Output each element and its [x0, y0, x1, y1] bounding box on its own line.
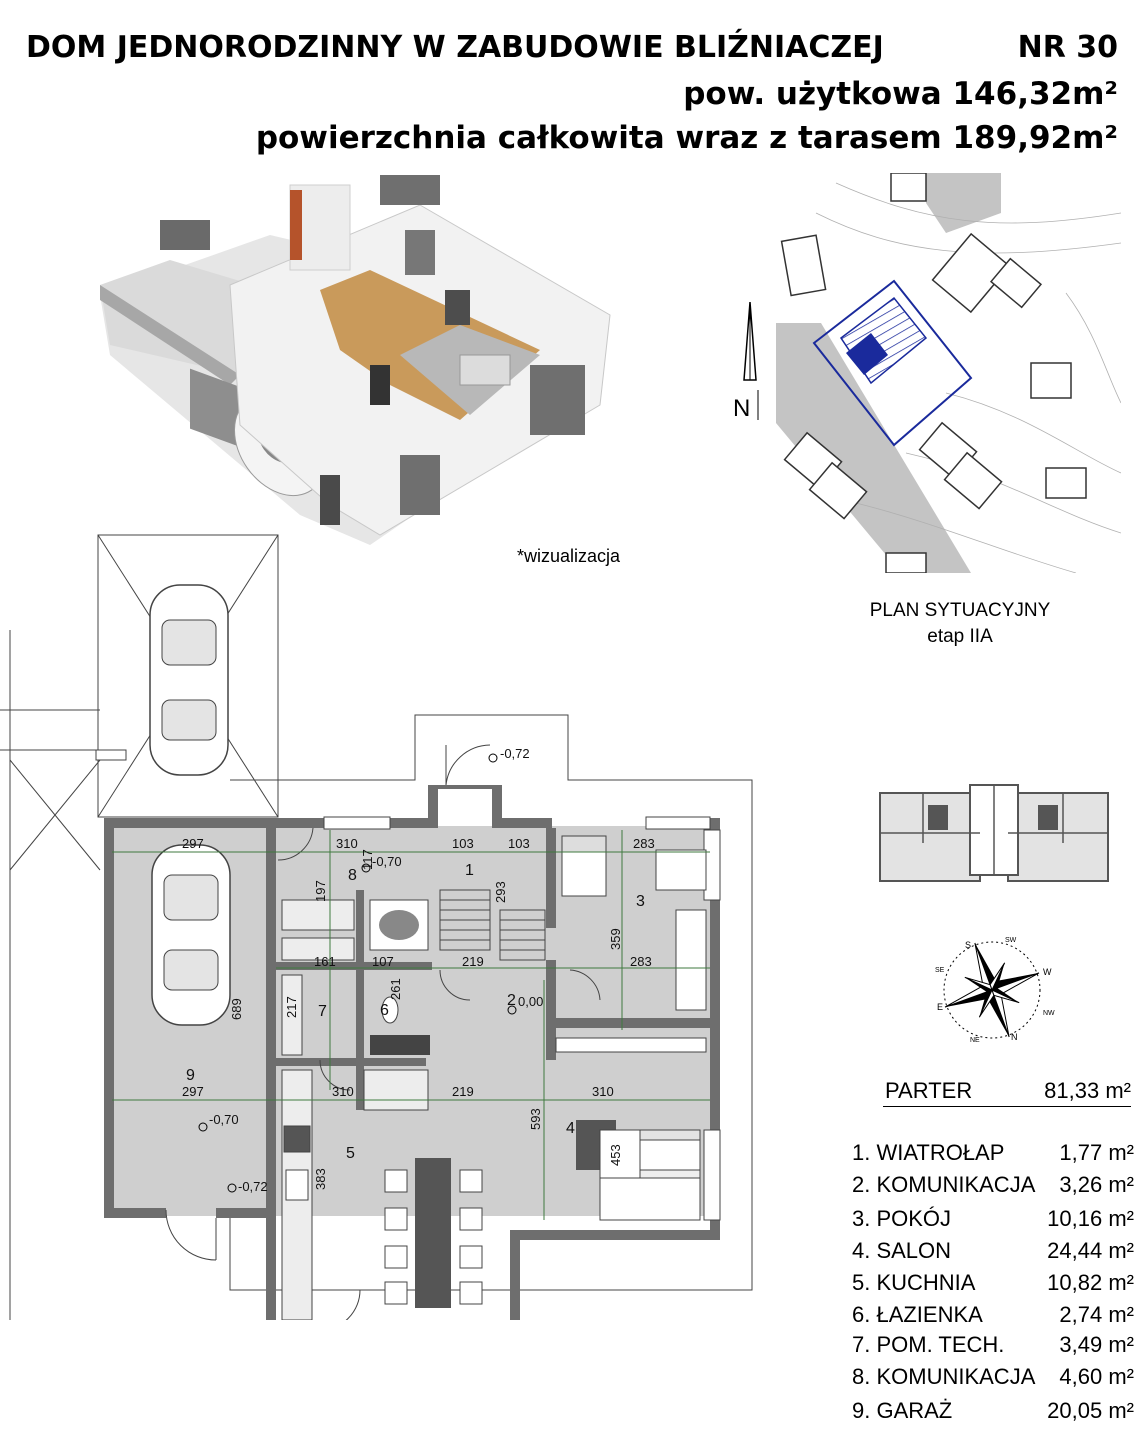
dim-label: 197: [313, 880, 328, 902]
floor-plan: .wall { fill: #6e6e6e; } .flr { fill: #c…: [0, 534, 753, 1320]
dimension-lines: [112, 830, 710, 1220]
floor-summary: PARTER 81,33 m²: [883, 1078, 1131, 1108]
road-top: [926, 173, 1001, 233]
level-label: -0,70: [209, 1112, 239, 1127]
dining-table: [459, 354, 511, 386]
level-label: -0,72: [238, 1179, 268, 1194]
total-area: powierzchnia całkowita wraz z tarasem 18…: [255, 120, 1118, 156]
compass-letter-sw: SW: [1005, 937, 1017, 944]
north-arrow-icon: [743, 301, 759, 420]
doors: [165, 744, 601, 1320]
dim-label: 297: [182, 836, 204, 851]
compass-letter-n: N: [1011, 1032, 1018, 1042]
dim-label: 219: [452, 1084, 474, 1099]
garage-car: [151, 844, 231, 1026]
site-plan-stage: etap IIA: [927, 626, 993, 647]
room-number-3: 3: [636, 893, 645, 910]
neighbour-buildings: [780, 173, 1087, 573]
compass-rose-icon: N E S W SE SW NE NW: [935, 937, 1055, 1044]
key-plan-stairs: [928, 805, 948, 830]
level-markers: -0,72 -0,70 0,00 -0,70 -0,72: [198, 746, 543, 1194]
room-number-1: 1: [465, 862, 474, 879]
dim-label: 103: [508, 836, 530, 851]
door: [320, 475, 340, 525]
dim-label: 593: [528, 1108, 543, 1130]
dim-label: 689: [229, 998, 244, 1020]
house-footprint: [846, 333, 888, 375]
dim-label: 107: [372, 954, 394, 969]
bedroom-furniture: [561, 835, 707, 1011]
dim-label: 359: [608, 928, 623, 950]
room-number-8: 8: [348, 867, 357, 884]
compass-letter-e: E: [937, 1002, 943, 1012]
house-number: NR 30: [1017, 30, 1118, 65]
parking-car: [149, 584, 229, 776]
visualization-3d: [100, 175, 611, 545]
room-number-5: 5: [346, 1145, 355, 1162]
level-label: -0,70: [372, 854, 402, 869]
dim-label: 283: [633, 836, 655, 851]
dim-label: 310: [592, 1084, 614, 1099]
compass-letter-nw: NW: [1043, 1010, 1055, 1017]
title-text: DOM JEDNORODZINNY W ZABUDOWIE BLIŹNIACZE…: [26, 30, 884, 65]
key-plan-stairs: [1038, 805, 1058, 830]
dim-label: 310: [332, 1084, 354, 1099]
compass-letter-ne: NE: [970, 1037, 980, 1044]
plot-boundary: [812, 279, 973, 447]
dim-label: 453: [608, 1144, 623, 1166]
north-label: N: [733, 395, 751, 422]
fireplace: [445, 290, 470, 325]
level-label: -0,72: [500, 746, 530, 761]
dim-label: 383: [313, 1168, 328, 1190]
usable-area: pow. użytkowa 146,32m²: [683, 76, 1118, 112]
walls: [104, 785, 720, 1320]
dim-label: 283: [630, 954, 652, 969]
floor-underline: [883, 1106, 1131, 1107]
dim-label: 161: [314, 954, 336, 969]
compass-letter-s: S: [965, 940, 971, 950]
side-window: [400, 455, 440, 515]
floor-area: 81,33 m²: [1044, 1078, 1131, 1103]
dark-block: [160, 220, 210, 250]
floor-name: PARTER: [885, 1078, 973, 1103]
level-label: 0,00: [518, 994, 543, 1009]
room-number-4: 4: [566, 1120, 575, 1137]
living-furniture: [555, 1037, 707, 1221]
dim-label: 310: [336, 836, 358, 851]
contour-lines: [815, 182, 1121, 573]
kitchen-counter: [281, 899, 429, 1320]
site-plan-caption: PLAN SYTUACYJNY: [869, 600, 1051, 621]
roof-block: [380, 175, 440, 205]
dim-label: 297: [182, 1084, 204, 1099]
windows: [95, 749, 721, 1221]
window: [405, 230, 435, 275]
bathroom-fixtures: [369, 899, 430, 1055]
stairs: [439, 889, 546, 961]
dim-label: 219: [462, 954, 484, 969]
wood-cladding: [290, 190, 302, 260]
key-plan: [879, 784, 1109, 882]
road: [776, 323, 971, 573]
dim-label: 261: [388, 978, 403, 1000]
compass-letter-se: SE: [935, 967, 945, 974]
page-title: DOM JEDNORODZINNY W ZABUDOWIE BLIŹNIACZE…: [26, 30, 1118, 65]
room-number-2: 2: [507, 992, 516, 1009]
dining-set: [384, 1158, 483, 1308]
key-plan-partitions: [880, 785, 1108, 875]
dim-label: 293: [493, 881, 508, 903]
site-plan-map: [776, 173, 1121, 573]
compass-letter-w: W: [1043, 967, 1052, 977]
terrace-window: [530, 365, 585, 435]
room-number-7: 7: [318, 1003, 327, 1020]
visualization-caption: *wizualizacja: [517, 546, 621, 566]
room-number-6: 6: [380, 1002, 389, 1019]
garage-wall: [100, 285, 240, 385]
room-number-9: 9: [186, 1067, 195, 1084]
dim-label: 103: [452, 836, 474, 851]
dim-label: 217: [284, 996, 299, 1018]
stove: [370, 365, 390, 405]
